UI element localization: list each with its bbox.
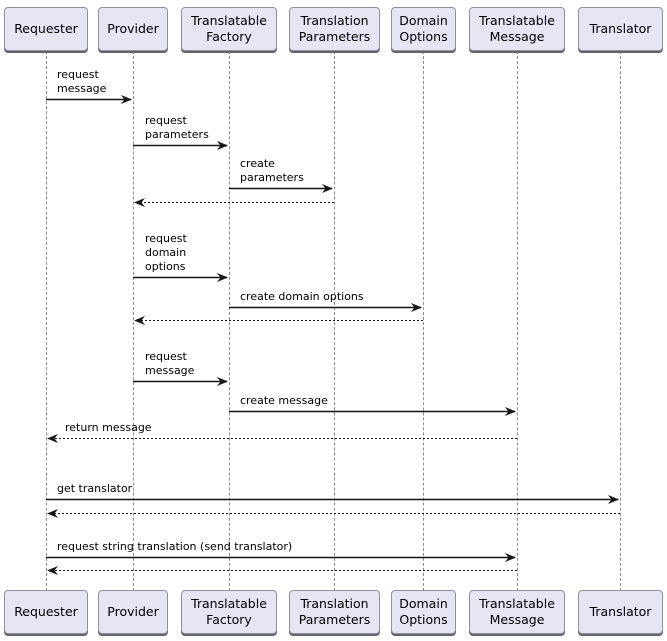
message-label-provider-to-translatable-factory: request domain options — [145, 232, 187, 273]
participant-box-provider-top: Provider — [98, 7, 168, 51]
message-label-translatable-factory-to-translation-parameters: create parameters — [240, 157, 304, 184]
lifeline-provider — [133, 51, 134, 591]
participant-box-translator-bottom: Translator — [578, 590, 663, 634]
participant-box-requester-bottom: Requester — [4, 590, 88, 634]
participant-box-translatable-factory-bottom: Translatable Factory — [181, 590, 277, 634]
participant-box-requester-top: Requester — [4, 7, 88, 51]
lifeline-requester — [46, 51, 47, 591]
participant-box-domain-options-bottom: Domain Options — [391, 590, 456, 634]
lifeline-translatable-message — [517, 51, 518, 591]
participant-box-provider-bottom: Provider — [98, 590, 168, 634]
participant-box-translatable-factory-top: Translatable Factory — [181, 7, 277, 51]
participant-box-translator-top: Translator — [578, 7, 663, 51]
lifeline-translator — [620, 51, 621, 591]
participant-box-translatable-message-top: Translatable Message — [469, 7, 565, 51]
participant-box-translation-parameters-bottom: Translation Parameters — [289, 590, 380, 634]
message-label-provider-to-translatable-factory: request message — [145, 350, 195, 377]
lifeline-domain-options — [423, 51, 424, 591]
message-label-requester-to-translator: get translator — [57, 482, 133, 495]
message-label-provider-to-translatable-factory: request parameters — [145, 114, 209, 141]
message-label-translatable-factory-to-translatable-message: create message — [240, 394, 328, 407]
participant-box-translation-parameters-top: Translation Parameters — [289, 7, 380, 51]
message-label-translatable-factory-to-domain-options: create domain options — [240, 290, 364, 303]
message-label-requester-to-provider: request message — [57, 68, 107, 95]
message-label-requester-to-translatable-message: request string translation (send transla… — [57, 540, 293, 553]
message-label-translatable-message-to-requester: return message — [65, 421, 152, 434]
participant-box-translatable-message-bottom: Translatable Message — [469, 590, 565, 634]
participant-box-domain-options-top: Domain Options — [391, 7, 456, 51]
